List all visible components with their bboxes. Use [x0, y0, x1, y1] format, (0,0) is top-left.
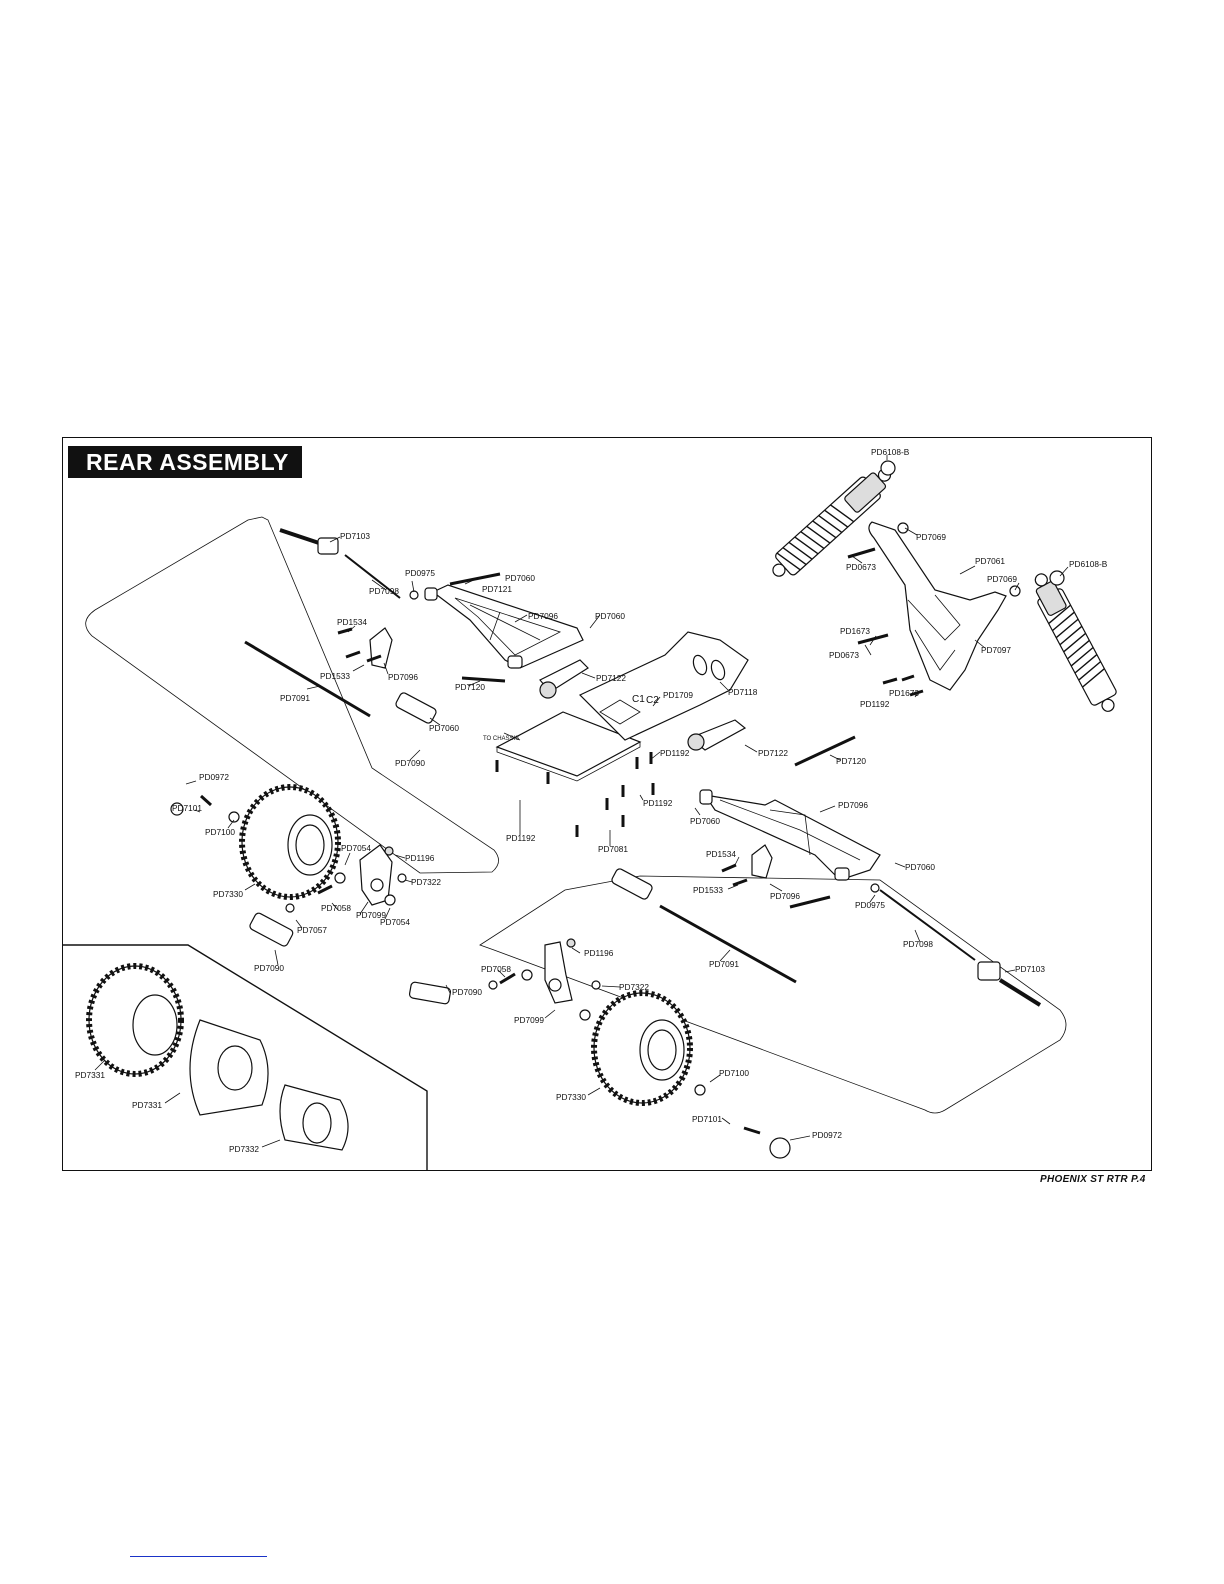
bulkheads [539, 659, 747, 751]
label-c1: C1 [632, 694, 645, 705]
label-pd7103-a: PD7103 [340, 531, 370, 541]
label-pd1534-a: PD1534 [337, 617, 367, 627]
label-pd1673-a: PD1673 [840, 626, 870, 636]
label-pd0972-a: PD0972 [199, 772, 229, 782]
inset-border [62, 944, 428, 1171]
label-pd0673-a: PD0673 [846, 562, 876, 572]
label-pd6108b-top: PD6108-B [871, 447, 910, 457]
label-c2: C2 [646, 695, 659, 706]
label-pd0972-b: PD0972 [812, 1130, 842, 1140]
label-pd7054-a: PD7054 [341, 843, 371, 853]
inset-tire [86, 963, 349, 1151]
assembly-outlines [85, 516, 1067, 1114]
label-pd7122-a: PD7122 [596, 673, 626, 683]
label-pd7120-b: PD7120 [836, 756, 866, 766]
label-pd7118: PD7118 [728, 687, 758, 697]
label-pd7058-b: PD7058 [481, 964, 511, 974]
label-pd1192-a: PD1192 [860, 699, 890, 709]
label-pd7120-a: PD7120 [455, 682, 485, 692]
label-pd7090-a: PD7090 [395, 758, 425, 768]
label-pd7091-a: PD7091 [280, 693, 310, 703]
label-pd7103-b: PD7103 [1015, 964, 1045, 974]
part-labels: PD6108-B PD7069 PD0673 PD7061 PD7069 PD6… [75, 447, 1108, 1154]
label-to-chassis: TO CHASSIS [483, 736, 519, 742]
label-pd1196-a: PD1196 [405, 853, 435, 863]
label-pd7331-b: PD7331 [132, 1100, 162, 1110]
label-pd1709: PD1709 [663, 690, 693, 700]
label-pd7060-b: PD7060 [595, 611, 625, 621]
label-pd7099-b: PD7099 [514, 1015, 544, 1025]
label-pd7098-a: PD7098 [369, 586, 399, 596]
label-pd7330-a: PD7330 [213, 889, 243, 899]
label-pd0975-a: PD0975 [405, 568, 435, 578]
label-pd7069-a: PD7069 [916, 532, 946, 542]
shock-tower [868, 521, 1007, 691]
label-pd7081: PD7081 [598, 844, 628, 854]
label-pd7069-b: PD7069 [987, 574, 1017, 584]
label-pd0975-b: PD0975 [855, 900, 885, 910]
right-shock [1034, 573, 1117, 712]
pins [244, 528, 1042, 1007]
label-pd1533-b: PD1533 [693, 885, 723, 895]
label-pd7054-b: PD7054 [380, 917, 410, 927]
lower-right-arm [699, 789, 881, 881]
label-pd7322-a: PD7322 [411, 877, 441, 887]
label-pd1192-c: PD1192 [643, 798, 673, 808]
label-pd7060-e: PD7060 [905, 862, 935, 872]
label-pd7097: PD7097 [981, 645, 1011, 655]
label-pd7060-d: PD7060 [690, 816, 720, 826]
label-pd7060-c: PD7060 [429, 723, 459, 733]
label-pd7332: PD7332 [229, 1144, 259, 1154]
label-pd7060-a: PD7060 [505, 573, 535, 583]
label-pd7121: PD7121 [482, 584, 512, 594]
wheel-right [591, 990, 693, 1106]
label-pd7331-a: PD7331 [75, 1070, 105, 1080]
label-pd7090-b: PD7090 [254, 963, 284, 973]
leader-lines [94, 455, 1069, 1148]
label-pd1196-b: PD1196 [584, 948, 614, 958]
label-pd7101-a: PD7101 [172, 803, 202, 813]
label-pd7099-a: PD7099 [356, 910, 386, 920]
label-pd7096-d: PD7096 [770, 891, 800, 901]
page-footer: PHOENIX ST RTR P.4 [1040, 1174, 1146, 1185]
label-pd1673-b: PD1673 [889, 688, 919, 698]
label-pd7057: PD7057 [297, 925, 327, 935]
label-pd7122-b: PD7122 [758, 748, 788, 758]
label-pd7096-a: PD7096 [528, 611, 558, 621]
label-pd1192-d: PD1192 [506, 833, 536, 843]
wheel-left [239, 784, 341, 900]
diagram-frame [62, 437, 1152, 1171]
hardware [170, 460, 1065, 1159]
label-pd7100-a: PD7100 [205, 827, 235, 837]
section-title: REAR ASSEMBLY [68, 446, 302, 478]
label-pd7058-a: PD7058 [321, 903, 351, 913]
label-pd1534-b: PD1534 [706, 849, 736, 859]
label-pd7322-b: PD7322 [619, 982, 649, 992]
chassis-plate [495, 631, 749, 782]
left-shock [772, 468, 892, 577]
upper-left-arm [424, 584, 584, 669]
label-pd7090-c: PD7090 [452, 987, 482, 997]
label-pd6108b-right: PD6108-B [1069, 559, 1108, 569]
label-pd7096-c: PD7096 [838, 800, 868, 810]
label-pd7096-b: PD7096 [388, 672, 418, 682]
hubs [359, 844, 573, 1004]
label-pd7101-b: PD7101 [692, 1114, 722, 1124]
label-pd1533-a: PD1533 [320, 671, 350, 681]
label-pd7091-b: PD7091 [709, 959, 739, 969]
label-pd7100-b: PD7100 [719, 1068, 749, 1078]
label-pd0673-b: PD0673 [829, 650, 859, 660]
label-pd1192-b: PD1192 [660, 748, 690, 758]
label-pd7098-b: PD7098 [903, 939, 933, 949]
bottom-link-underline [130, 1556, 267, 1557]
label-pd7330-b: PD7330 [556, 1092, 586, 1102]
label-pd7061: PD7061 [975, 556, 1005, 566]
